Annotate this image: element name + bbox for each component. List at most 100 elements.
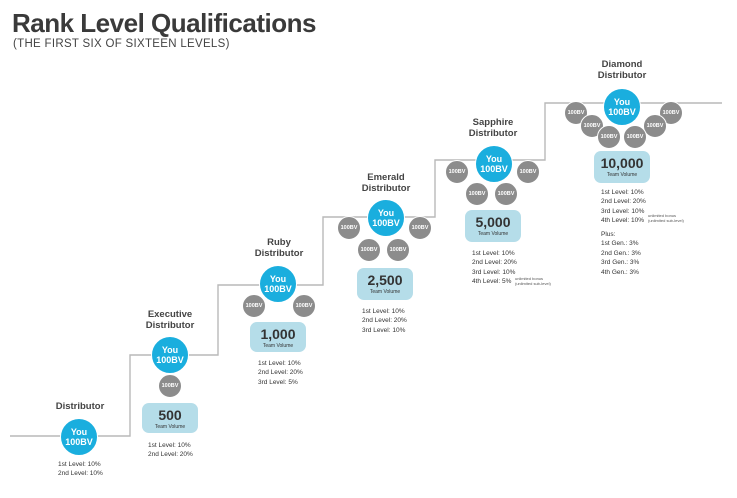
team-volume-box: 1,000 Team Volume (250, 322, 306, 352)
requirement-item: 1st Level: 10% (601, 189, 644, 196)
team-volume-box: 2,500 Team Volume (357, 268, 413, 300)
requirement-item: 2nd Level: 20% (362, 317, 407, 325)
you-label: You (70, 426, 88, 437)
requirement-item: 1st Level: 10% (258, 360, 301, 367)
downline-circle: 100BV (408, 216, 432, 240)
requirement-item: 1st Level: 10% (472, 250, 515, 257)
team-volume-label: Team Volume (477, 231, 509, 237)
requirement-item: 1st Level: 10% (148, 442, 191, 449)
you-circle: You 100BV (603, 88, 641, 126)
rank-title-line: Distributor (145, 319, 195, 331)
unlimited-note: unlimited bonus (unlimited sub-level) (515, 276, 551, 287)
you-bv: 100BV (264, 284, 292, 294)
rank-title: Distributor (55, 401, 105, 413)
requirement-item: 4th Level: 5% (472, 278, 512, 286)
generation-item: 3rd Gen.: 3% (601, 259, 640, 267)
rank-title: Sapphire Distributor (468, 117, 518, 140)
you-bv: 100BV (65, 437, 93, 447)
downline-circle: 100BV (242, 294, 266, 318)
downline-circle: 100BV (623, 125, 647, 149)
team-volume-value: 5,000 (475, 214, 511, 230)
rank-title: Ruby Distributor (254, 237, 304, 260)
you-bv: 100BV (608, 107, 636, 117)
downline-circle: 100BV (386, 238, 410, 262)
requirement-item: 2nd Level: 20% (148, 451, 193, 459)
team-volume-box: 5,000 Team Volume (465, 210, 521, 242)
rank-title-line: Executive (147, 309, 193, 320)
rank-title-line: Diamond (601, 59, 643, 70)
rank-title-line: Distributor (597, 69, 647, 81)
you-bv: 100BV (480, 164, 508, 174)
requirements-list: 1st Level: 10% 2nd Level: 20% 3rd Level:… (472, 249, 517, 287)
downline-circle: 100BV (597, 125, 621, 149)
you-circle: You 100BV (60, 418, 98, 456)
generation-item: 1st Gen.: 3% (601, 240, 639, 248)
requirement-item: 3rd Level: 10% (601, 207, 645, 215)
team-volume-value: 10,000 (600, 155, 644, 171)
you-circle: You 100BV (475, 145, 513, 183)
you-label: You (161, 344, 179, 355)
page-subtitle: (THE FIRST SIX OF SIXTEEN LEVELS) (13, 38, 230, 50)
you-label: You (269, 273, 287, 284)
rank-title-line: Distributor (468, 127, 518, 139)
downline-circle: 100BV (643, 114, 667, 138)
rank-title-line: Distributor (55, 401, 105, 412)
you-circle: You 100BV (259, 265, 297, 303)
requirement-item: 2nd Level: 20% (601, 198, 646, 206)
requirement-item: 3rd Level: 5% (258, 378, 298, 386)
requirements-list: 1st Level: 10% 2nd Level: 20% (148, 441, 193, 460)
rank-title-line: Ruby (267, 237, 291, 248)
you-label: You (613, 96, 631, 107)
downline-circle: 100BV (292, 294, 316, 318)
requirements-list: 1st Level: 10% 2nd Level: 20% 3rd Level:… (258, 359, 303, 387)
downline-circle: 100BV (158, 374, 182, 398)
team-volume-label: Team Volume (369, 289, 401, 295)
downline-circle: 100BV (465, 182, 489, 206)
requirement-item: 4th Level: 10% (601, 217, 645, 225)
requirement-item: 2nd Level: 20% (258, 369, 303, 377)
downline-circle: 100BV (445, 160, 469, 184)
requirement-item: 1st Level: 10% (362, 308, 405, 315)
rank-title: Diamond Distributor (597, 59, 647, 82)
requirements-list: 1st Level: 10% 2nd Level: 10% (58, 460, 103, 479)
unlimited-note: unlimited bonus (unlimited sub-level) (648, 213, 684, 224)
plus-heading: Plus: (601, 231, 616, 238)
generation-item: 2nd Gen.: 3% (601, 249, 641, 257)
requirement-item: 1st Level: 10% (58, 461, 101, 468)
team-volume-label: Team Volume (262, 343, 294, 349)
rank-title-line: Emerald (367, 172, 405, 183)
team-volume-label: Team Volume (154, 424, 186, 430)
team-volume-value: 2,500 (367, 272, 403, 288)
page-title: Rank Level Qualifications (12, 8, 316, 38)
team-volume-box: 10,000 Team Volume (594, 151, 650, 183)
you-bv: 100BV (156, 355, 184, 365)
rank-title-line: Distributor (254, 247, 304, 259)
you-circle: You 100BV (151, 336, 189, 374)
team-volume-value: 500 (158, 407, 182, 423)
staircase-path (10, 102, 722, 437)
rank-title-line: Sapphire (472, 117, 514, 128)
team-volume-box: 500 Team Volume (142, 403, 198, 433)
rank-title: Executive Distributor (145, 309, 195, 332)
requirement-item: 2nd Level: 10% (58, 470, 103, 478)
downline-circle: 100BV (357, 238, 381, 262)
requirement-item: 3rd Level: 10% (362, 326, 406, 334)
downline-circle: 100BV (494, 182, 518, 206)
requirement-item: 2nd Level: 20% (472, 259, 517, 267)
you-label: You (485, 153, 503, 164)
requirements-list: 1st Level: 10% 2nd Level: 20% 3rd Level:… (362, 307, 407, 335)
you-circle: You 100BV (367, 199, 405, 237)
downline-circle: 100BV (337, 216, 361, 240)
team-volume-value: 1,000 (260, 326, 296, 342)
requirement-item: 3rd Level: 10% (472, 268, 516, 276)
rank-title-line: Distributor (361, 182, 411, 194)
downline-circle: 100BV (516, 160, 540, 184)
team-volume-label: Team Volume (606, 172, 638, 178)
generation-item: 4th Gen.: 3% (601, 268, 639, 276)
generation-bonus-list: Plus: 1st Gen.: 3% 2nd Gen.: 3% 3rd Gen.… (601, 230, 641, 277)
you-bv: 100BV (372, 218, 400, 228)
rank-title: Emerald Distributor (361, 172, 411, 195)
you-label: You (377, 207, 395, 218)
requirements-list: 1st Level: 10% 2nd Level: 20% 3rd Level:… (601, 188, 646, 226)
